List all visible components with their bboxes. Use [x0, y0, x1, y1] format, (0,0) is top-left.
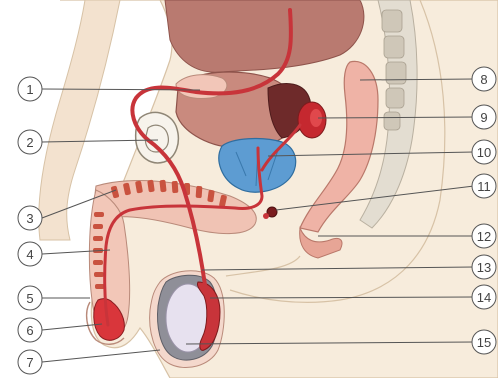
callout-3: 3 [18, 206, 42, 230]
callout-10: 10 [472, 140, 496, 164]
callout-8: 8 [472, 67, 496, 91]
callout-15-label: 15 [477, 335, 491, 350]
callout-6: 6 [18, 318, 42, 342]
callout-14: 14 [472, 285, 496, 309]
callout-14-label: 14 [477, 290, 491, 305]
callout-2-label: 2 [26, 135, 33, 150]
callout-7: 7 [18, 350, 42, 374]
callout-9-label: 9 [480, 110, 487, 125]
callout-13: 13 [472, 255, 496, 279]
callout-7-label: 7 [26, 355, 33, 370]
callout-2: 2 [18, 130, 42, 154]
callout-4-label: 4 [26, 247, 33, 262]
callout-12: 12 [472, 224, 496, 248]
callout-6-label: 6 [26, 323, 33, 338]
bulbourethral-gland-2 [263, 213, 269, 219]
callout-4: 4 [18, 242, 42, 266]
callout-1-label: 1 [26, 82, 33, 97]
callout-11: 11 [472, 174, 496, 198]
callout-8-label: 8 [480, 72, 487, 87]
callout-5: 5 [18, 286, 42, 310]
callout-12-label: 12 [477, 229, 491, 244]
callout-11-label: 11 [477, 179, 491, 194]
pubic-bone [136, 112, 179, 162]
callout-9: 9 [472, 105, 496, 129]
callout-15: 15 [472, 330, 496, 354]
callout-5-label: 5 [26, 291, 33, 306]
callout-3-label: 3 [26, 211, 33, 226]
callout-13-label: 13 [477, 260, 491, 275]
callout-10-label: 10 [477, 145, 491, 160]
callout-1: 1 [18, 77, 42, 101]
